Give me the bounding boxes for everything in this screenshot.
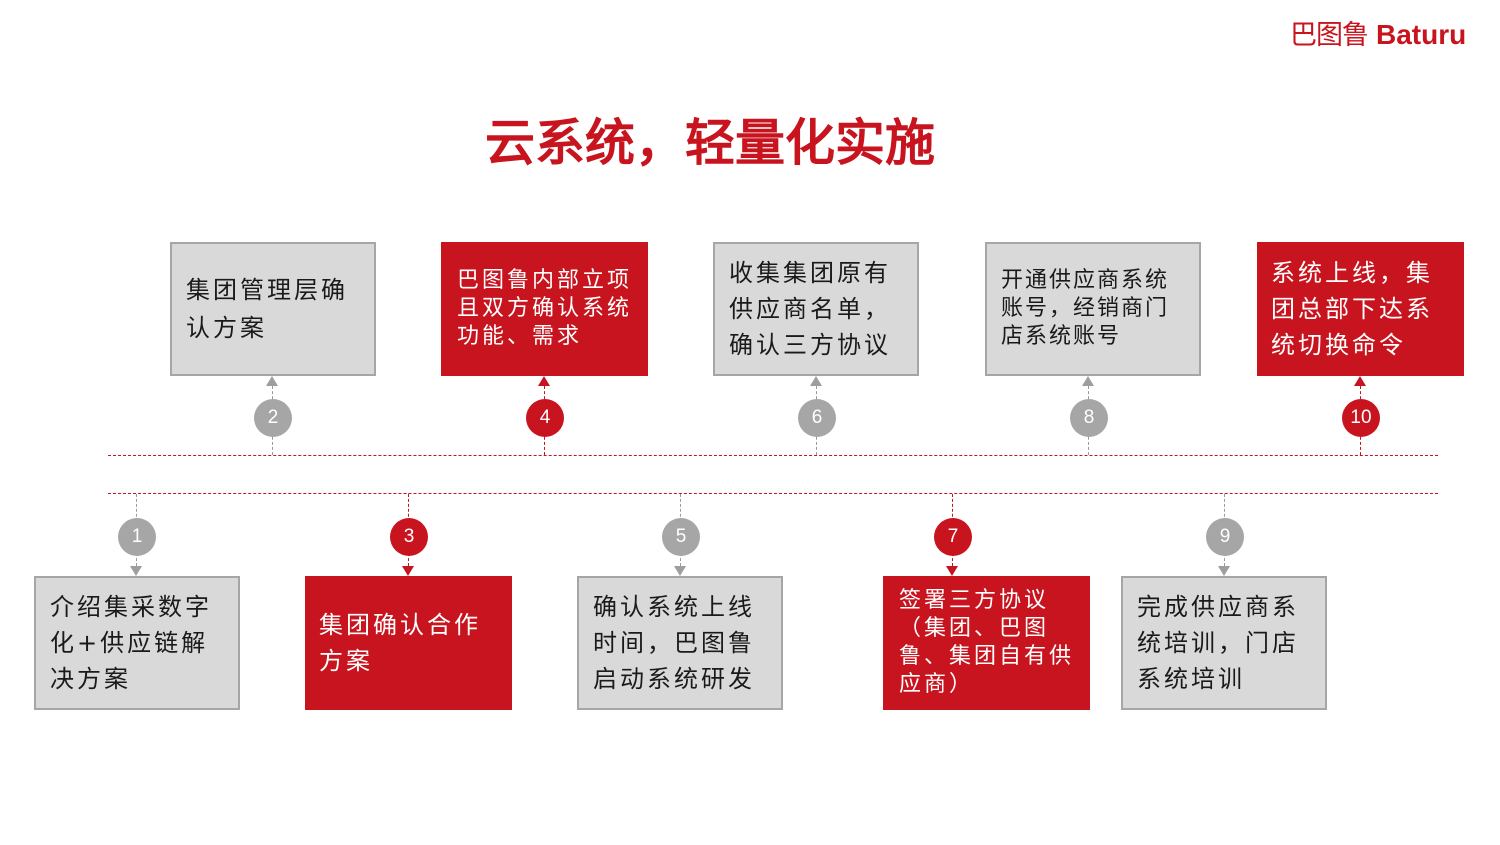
step-box-5: 确认系统上线时间，巴图鲁启动系统研发: [577, 576, 783, 710]
brand-logo: 巴图鲁 Baturu: [1290, 18, 1482, 52]
step-box-6: 收集集团原有供应商名单，确认三方协议: [713, 242, 919, 376]
step-number-2: 2: [254, 399, 292, 437]
step-number-7: 7: [934, 518, 972, 556]
step-text-7: 签署三方协议（集团、巴图鲁、集团自有供应商）: [899, 588, 1075, 697]
step-number-8: 8: [1070, 399, 1108, 437]
step-text-3: 集团确认合作方案: [319, 611, 481, 675]
step-number-9: 9: [1206, 518, 1244, 556]
step-text-2: 集团管理层确认方案: [186, 276, 348, 342]
step-box-9: 完成供应商系统培训，门店系统培训: [1121, 576, 1327, 710]
step-box-10: 系统上线，集团总部下达系统切换命令: [1257, 242, 1464, 376]
step-box-2: 集团管理层确认方案: [170, 242, 376, 376]
step-number-6: 6: [798, 399, 836, 437]
arrow-step-7: [946, 566, 958, 576]
step-text-5: 确认系统上线时间，巴图鲁启动系统研发: [593, 593, 755, 693]
step-box-7: 签署三方协议（集团、巴图鲁、集团自有供应商）: [883, 576, 1090, 710]
step-box-1: 介绍集采数字化+供应链解决方案: [34, 576, 240, 710]
step-box-3: 集团确认合作方案: [305, 576, 512, 710]
arrow-step-5: [674, 566, 686, 576]
step-text-6: 收集集团原有供应商名单，确认三方协议: [729, 259, 891, 359]
arrow-step-6: [810, 376, 822, 386]
step-text-8: 开通供应商系统账号，经销商门店系统账号: [1001, 268, 1170, 349]
step-text-4: 巴图鲁内部立项且双方确认系统功能、需求: [457, 268, 633, 349]
arrow-step-9: [1218, 566, 1230, 576]
arrow-step-2: [266, 376, 278, 386]
step-number-3: 3: [390, 518, 428, 556]
step-number-1: 1: [118, 518, 156, 556]
arrow-step-1: [130, 566, 142, 576]
step-box-8: 开通供应商系统账号，经销商门店系统账号: [985, 242, 1201, 376]
arrow-step-4: [538, 376, 550, 386]
step-number-10: 10: [1342, 399, 1380, 437]
arrow-step-8: [1082, 376, 1094, 386]
timeline-upper-line: [108, 455, 1438, 456]
step-number-5: 5: [662, 518, 700, 556]
brand-logo-cn: 巴图鲁: [1290, 19, 1369, 51]
brand-logo-en: Baturu: [1376, 19, 1467, 50]
step-text-1: 介绍集采数字化+供应链解决方案: [50, 593, 212, 693]
step-number-4: 4: [526, 399, 564, 437]
step-box-4: 巴图鲁内部立项且双方确认系统功能、需求: [441, 242, 648, 376]
timeline-lower-line: [108, 493, 1438, 494]
arrow-step-3: [402, 566, 414, 576]
step-text-9: 完成供应商系统培训，门店系统培训: [1137, 593, 1299, 693]
page-title: 云系统，轻量化实施: [485, 114, 935, 172]
step-text-10: 系统上线，集团总部下达系统切换命令: [1271, 259, 1433, 359]
arrow-step-10: [1354, 376, 1366, 386]
